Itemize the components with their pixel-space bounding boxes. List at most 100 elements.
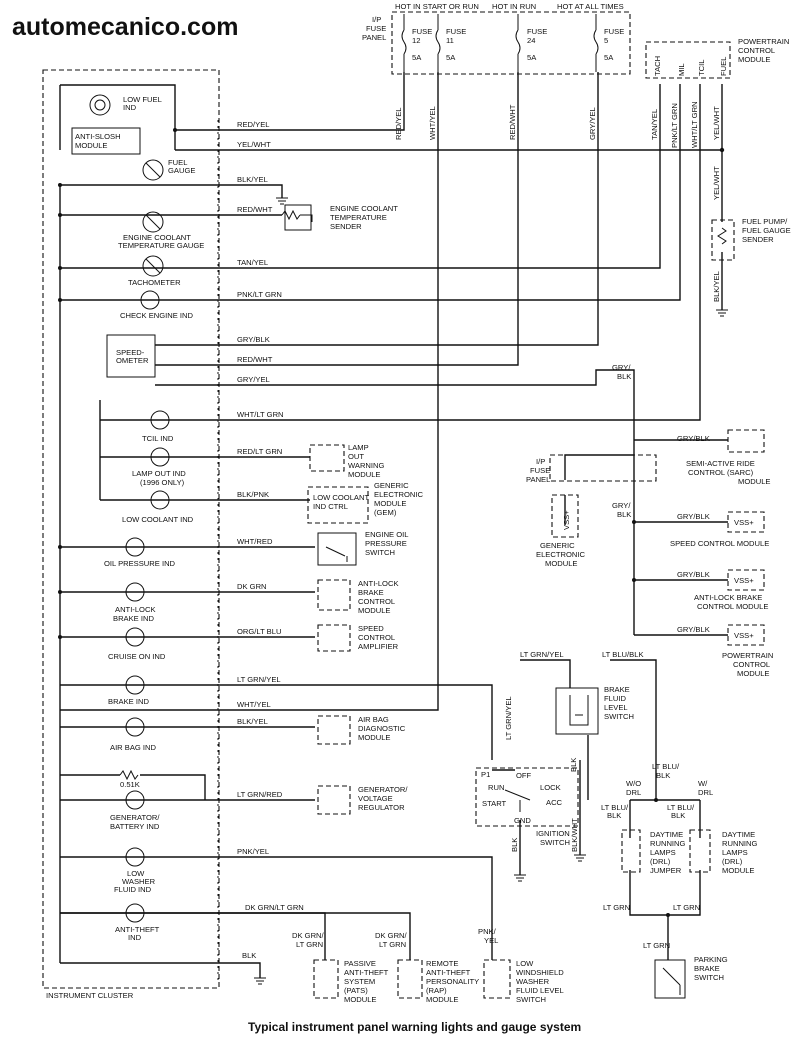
wire-wht-yel: WHT/YEL <box>237 700 271 709</box>
gem-label-3: MODULE <box>374 499 407 508</box>
gem2-vss: VSS+ <box>562 510 571 530</box>
low-fuel-label-1: LOW FUEL <box>123 95 162 104</box>
wire-lt-grn-l: LT GRN <box>603 903 630 912</box>
drl-module-2: RUNNING <box>722 839 758 848</box>
fuse-12-rating: 5A <box>412 53 422 62</box>
wire-labels: RED/YEL YEL/WHT BLK/YEL RED/WHT TAN/YEL … <box>237 101 721 960</box>
anti-theft-label-1: ANTI-THEFT <box>115 925 160 934</box>
gem-label-1: GENERIC <box>374 481 409 490</box>
generator-label-2: BATTERY IND <box>110 822 160 831</box>
wire-ltblu-blk-top: LT BLU/BLK <box>602 650 644 659</box>
wire-ltblu-r1: LT BLU/ <box>667 803 695 812</box>
wire-ltgrn-red: LT GRN/RED <box>237 790 283 799</box>
ign-start: START <box>482 799 507 808</box>
oil-switch-1: ENGINE OIL <box>365 530 408 539</box>
wire-gry-blk-sarc: GRY/BLK <box>677 434 710 443</box>
fuse-5-rating: 5A <box>604 53 614 62</box>
check-engine-label: CHECK ENGINE IND <box>120 311 194 320</box>
speed-amp-1: SPEED <box>358 624 384 633</box>
hot-all-times-label: HOT AT ALL TIMES <box>557 2 624 11</box>
rap-4: (RAP) <box>426 986 447 995</box>
instrument-cluster-outline <box>42 69 220 989</box>
ign-gnd: GND <box>514 816 531 825</box>
low-washer-label-1: LOW <box>127 869 145 878</box>
ign-off: OFF <box>516 771 532 780</box>
vss-abs: VSS+ <box>734 576 754 585</box>
pcm2-1: POWERTRAIN <box>722 651 773 660</box>
gem2-1: GENERIC <box>540 541 575 550</box>
wire-dkgrn-ltgrn-rap-2: LT GRN <box>379 940 406 949</box>
pcm-label-1: POWERTRAIN <box>738 37 789 46</box>
fuse-5-label: FUSE <box>604 27 624 36</box>
abs-mod-2: BRAKE <box>358 588 384 597</box>
low-coolant-label: LOW COOLANT IND <box>122 515 194 524</box>
pcm-pin-fuel: FUEL <box>719 57 728 76</box>
fuel-gauge-label-2: GAUGE <box>168 166 195 175</box>
drl-module-4: (DRL) <box>722 857 743 866</box>
parking-brake-1: PARKING <box>694 955 728 964</box>
brake-ind-label: BRAKE IND <box>108 697 149 706</box>
ect-gauge-label-2: TEMPERATURE GAUGE <box>118 241 204 250</box>
wire-dkgrn-ltgrn-pats-2: LT GRN <box>296 940 323 949</box>
low-washer-label-3: FLUID IND <box>114 885 152 894</box>
washer-sw-5: SWITCH <box>516 995 546 1004</box>
wire-v-blk-2: BLK <box>510 838 519 852</box>
wire-red-yel: RED/YEL <box>237 120 270 129</box>
regulator-3: REGULATOR <box>358 803 405 812</box>
low-washer-label-2: WASHER <box>122 877 156 886</box>
ign-label-1: IGNITION <box>536 829 570 838</box>
wire-gry-blk-v1: GRY/ <box>612 363 631 372</box>
cluster-components: LOW FUEL IND ANTI-SLOSH MODULE FUEL GAUG… <box>71 94 204 942</box>
sarc-3: MODULE <box>738 477 771 486</box>
pats-3: SYSTEM <box>344 977 375 986</box>
lamp-out-mod-2: OUT <box>348 452 364 461</box>
rap-2: ANTI-THEFT <box>426 968 471 977</box>
wire-dkgrn-ltgrn-rap-1: DK GRN/ <box>375 931 408 940</box>
wire-blk-yel: BLK/YEL <box>237 175 268 184</box>
wire-v-blk-yel: BLK/YEL <box>712 271 721 302</box>
parking-brake-2: BRAKE <box>694 964 720 973</box>
lamp-out-mod-3: WARNING <box>348 461 385 470</box>
wire-blk: BLK <box>242 951 256 960</box>
fuse-12-label: FUSE <box>412 27 432 36</box>
drl-module-3: LAMPS <box>722 848 748 857</box>
pcm-pin-tach: TACH <box>653 56 662 76</box>
ect-sender-2: TEMPERATURE <box>330 213 387 222</box>
abs2-2: CONTROL MODULE <box>697 602 768 611</box>
wire-ltblu-blk-1: LT BLU/ <box>652 762 680 771</box>
brake-fluid-2: FLUID <box>604 694 626 703</box>
pcm-top: POWERTRAIN CONTROL MODULE TACH MIL TCIL … <box>645 37 789 79</box>
instrument-cluster-label: INSTRUMENT CLUSTER <box>46 991 134 1000</box>
drl-jumper-4: (DRL) <box>650 857 671 866</box>
drl-module-5: MODULE <box>722 866 755 875</box>
wire-lt-grn-park: LT GRN <box>643 941 670 950</box>
wire-v-yel-wht: YEL/WHT <box>712 106 721 140</box>
wire-v-red-yel: RED/YEL <box>394 108 403 141</box>
airbag-mod-2: DIAGNOSTIC <box>358 724 406 733</box>
wire-dk-grn: DK GRN <box>237 582 267 591</box>
wire-gry-blk-v2: BLK <box>617 372 631 381</box>
wires <box>59 72 728 978</box>
wire-v-pnk-ltgrn: PNK/LT GRN <box>670 103 679 148</box>
wire-gry-blk-pcm: GRY/BLK <box>677 625 710 634</box>
speed-amp-2: CONTROL <box>358 633 395 642</box>
ip-fuse-panel-top: HOT IN START OR RUN HOT IN RUN HOT AT AL… <box>362 2 631 75</box>
pcm-pin-mil: MIL <box>677 63 686 76</box>
anti-lock-label-1: ANTI-LOCK <box>115 605 156 614</box>
fuse-12-num: 12 <box>412 36 420 45</box>
wire-gry-yel: GRY/YEL <box>237 375 270 384</box>
abs2-1: ANTI-LOCK BRAKE <box>694 593 762 602</box>
abs-mod-3: CONTROL <box>358 597 395 606</box>
ign-p1: P1 <box>481 770 490 779</box>
regulator-1: GENERATOR/ <box>358 785 408 794</box>
abs-mod-4: MODULE <box>358 606 391 615</box>
wire-wht-red: WHT/RED <box>237 537 273 546</box>
wire-gry-blk-v4: BLK <box>617 510 631 519</box>
ip-panel-label-2: FUSE <box>366 24 386 33</box>
airbag-mod-3: MODULE <box>358 733 391 742</box>
pats-4: (PATS) <box>344 986 368 995</box>
brake-fluid-4: SWITCH <box>604 712 634 721</box>
wire-ltgrn-yel: LT GRN/YEL <box>237 675 281 684</box>
wire-tan-yel: TAN/YEL <box>237 258 268 267</box>
wire-pnk-yel-v1: PNK/ <box>478 927 497 936</box>
